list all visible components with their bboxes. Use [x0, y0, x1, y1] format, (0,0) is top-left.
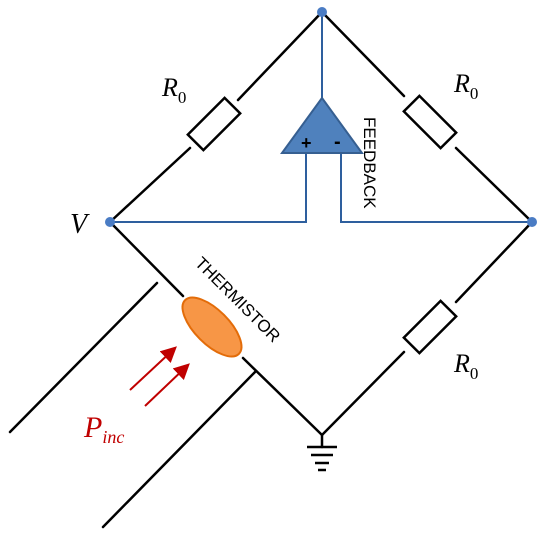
node-left: [105, 217, 115, 227]
bridge-wires: [108, 10, 534, 449]
node-right: [527, 217, 537, 227]
opamp-minus-label: -: [334, 131, 341, 153]
voltage-label: V: [70, 209, 90, 240]
thermistor-body: [181, 296, 243, 358]
resistor-label-bottom-right: R0: [453, 349, 478, 383]
resistor-label-top-right: R0: [453, 69, 478, 103]
ground-symbol: [307, 445, 337, 472]
node-top: [317, 7, 327, 17]
power-label: Pinc: [83, 411, 124, 447]
transmission-lines: [8, 281, 258, 529]
resistor-label-top-left: R0: [161, 73, 186, 107]
opamp-plus-label: +: [301, 133, 312, 153]
resistor-top-right: [402, 94, 458, 150]
resistor-top-left: [186, 96, 242, 152]
resistor-bottom-right: [402, 299, 458, 355]
opamp-triangle: [280, 96, 364, 154]
power-arrows: [129, 346, 190, 407]
feedback-label: FEEDBACK: [360, 117, 379, 209]
